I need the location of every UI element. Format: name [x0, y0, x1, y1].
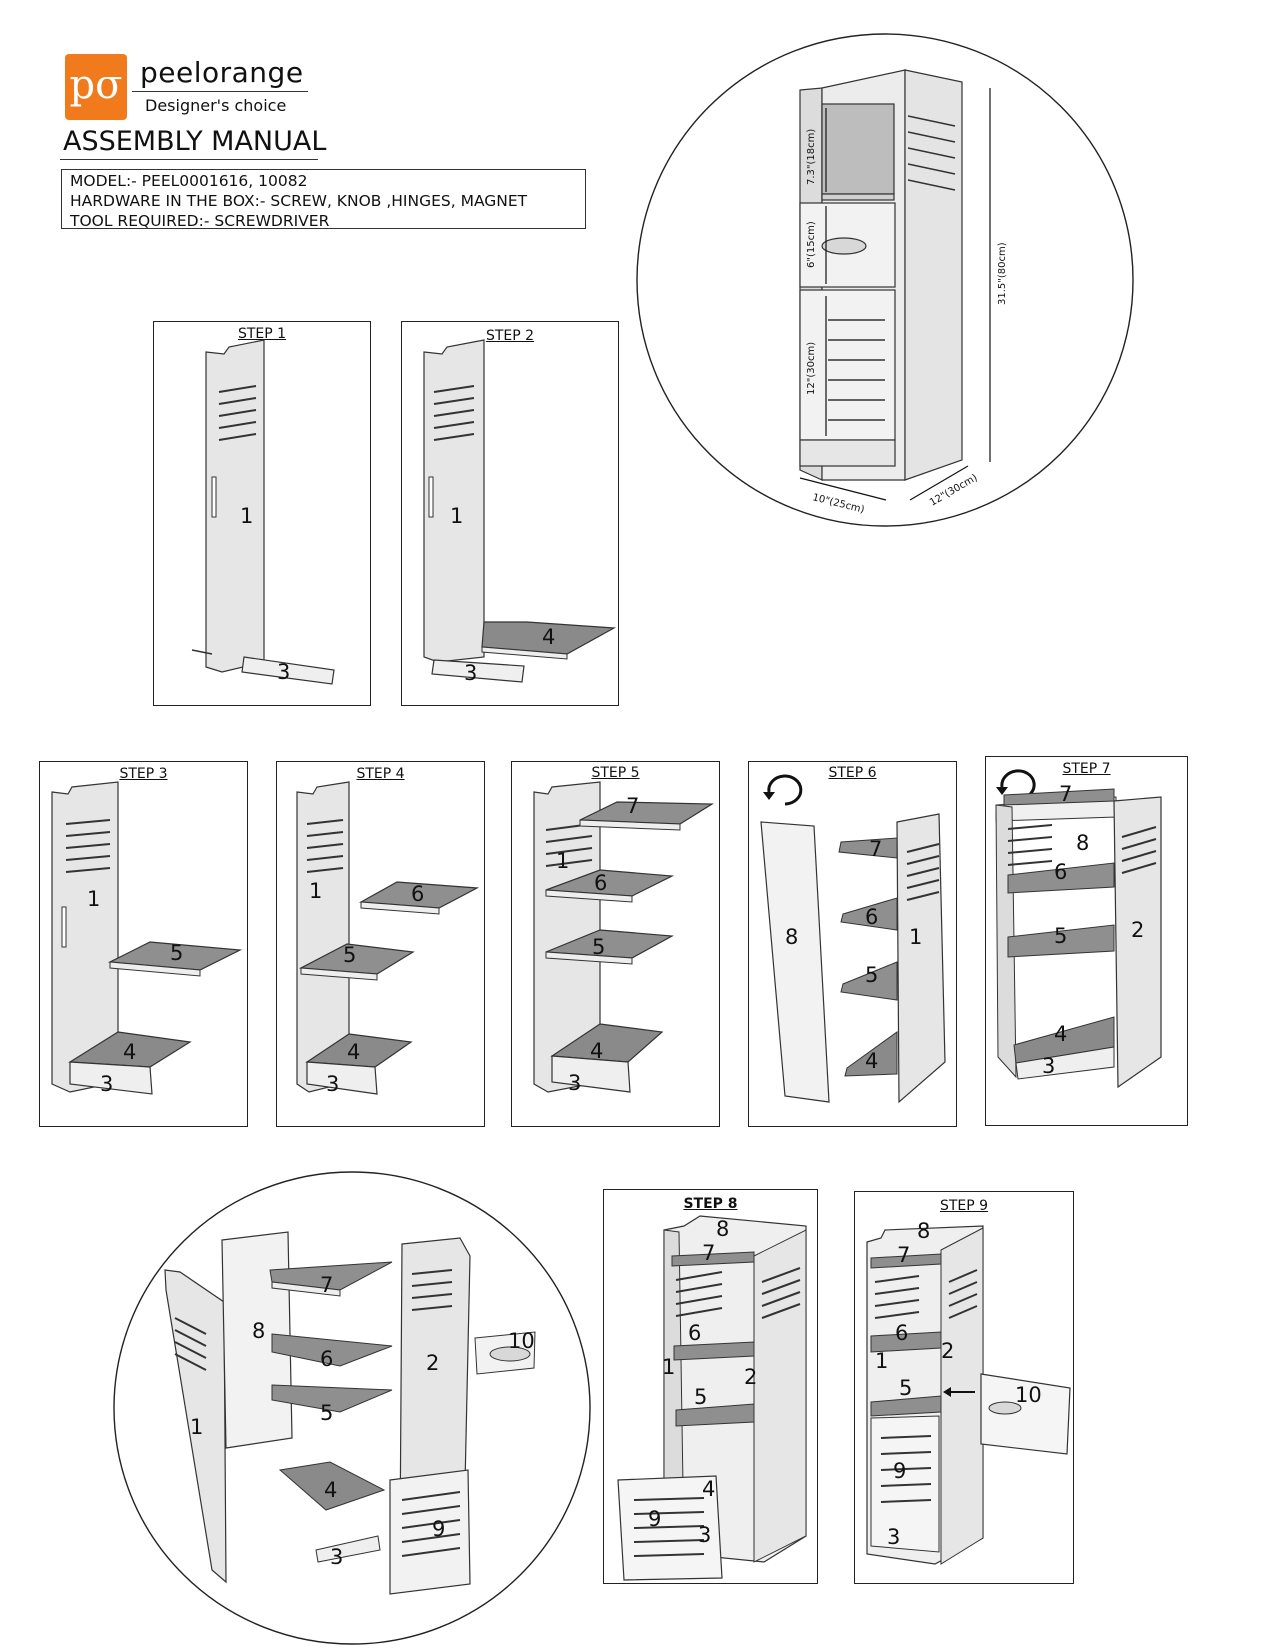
step-3-title: STEP 3 [119, 766, 168, 782]
step-3-part-1: 1 [87, 887, 100, 911]
brand-tagline: Designer's choice [145, 96, 287, 115]
exploded-part-4: 4 [324, 1478, 337, 1502]
step-4-part-6: 6 [411, 882, 424, 906]
step-9-part-8: 8 [917, 1219, 930, 1243]
dim-top-label: 7.3"(18cm) [806, 129, 817, 185]
brand-name: peelorange [140, 56, 304, 89]
brand-underline [132, 91, 308, 92]
exploded-part-1: 1 [190, 1415, 203, 1439]
step-7-part-5: 5 [1054, 924, 1067, 948]
step-9-part-1: 1 [875, 1349, 888, 1373]
step-8-part-2: 2 [744, 1365, 757, 1389]
step-5-part-7: 7 [626, 794, 639, 818]
step-8-part-3: 3 [698, 1523, 711, 1547]
step-6-part-1: 1 [909, 925, 922, 949]
step-3-part-5: 5 [170, 941, 183, 965]
step-5-part-1: 1 [556, 849, 569, 873]
info-model: MODEL:- PEEL0001616, 10082 [70, 172, 308, 190]
step-3-part-3: 3 [100, 1072, 113, 1096]
step-9-part-10: 10 [1015, 1383, 1042, 1407]
title-underline [60, 159, 318, 160]
step-7-part-2: 2 [1131, 918, 1144, 942]
step-6-part-6: 6 [865, 905, 878, 929]
step-8-part-8: 8 [716, 1217, 729, 1241]
step-2-part-4: 4 [542, 625, 555, 649]
info-hardware: HARDWARE IN THE BOX:- SCREW, KNOB ,HINGE… [70, 192, 528, 210]
step-9-part-5: 5 [899, 1376, 912, 1400]
dim-depth-label: 12"(30cm) [928, 472, 980, 508]
exploded-part-8: 8 [252, 1319, 265, 1343]
step-6-part-8: 8 [785, 925, 798, 949]
step-4-title: STEP 4 [356, 766, 405, 782]
exploded-part-5: 5 [320, 1401, 333, 1425]
step-4-panel: STEP 4 1 6 5 4 3 [276, 761, 485, 1127]
step-7-part-3: 3 [1042, 1054, 1055, 1078]
step-4-part-5: 5 [343, 943, 356, 967]
step-8-part-4: 4 [702, 1477, 715, 1501]
step-4-part-3: 3 [326, 1072, 339, 1096]
step-6-part-5: 5 [865, 963, 878, 987]
step-7-panel: STEP 7 7 8 6 5 2 4 3 [985, 756, 1188, 1126]
step-8-part-1: 1 [662, 1355, 675, 1379]
step-8-title: STEP 8 [683, 1196, 738, 1212]
info-tools: TOOL REQUIRED:- SCREWDRIVER [70, 212, 330, 230]
exploded-part-3: 3 [330, 1545, 343, 1569]
step-8-part-6: 6 [688, 1321, 701, 1345]
step-1-part-1: 1 [240, 504, 253, 528]
page-title: ASSEMBLY MANUAL [63, 126, 327, 157]
step-5-title: STEP 5 [591, 765, 640, 781]
step-8-panel: STEP 8 8 7 6 1 2 5 4 9 3 [603, 1189, 818, 1584]
dim-width-label: 10"(25cm) [811, 492, 865, 516]
step-9-part-9: 9 [893, 1459, 906, 1483]
step-9-part-3: 3 [887, 1525, 900, 1549]
step-7-part-8: 8 [1076, 831, 1089, 855]
step-9-part-7: 7 [897, 1243, 910, 1267]
step-7-part-4: 4 [1054, 1022, 1067, 1046]
step-1-title: STEP 1 [237, 326, 287, 342]
step-9-part-2: 2 [941, 1339, 954, 1363]
step-9-part-6: 6 [895, 1321, 908, 1345]
exploded-part-9: 9 [432, 1517, 445, 1541]
exploded-part-6: 6 [320, 1347, 333, 1371]
step-3-panel: STEP 3 1 5 4 3 [39, 761, 248, 1127]
step-2-part-1: 1 [450, 504, 463, 528]
step-1-panel: STEP 1 1 3 [153, 321, 371, 706]
info-box: MODEL:- PEEL0001616, 10082 HARDWARE IN T… [61, 169, 586, 230]
step-2-panel: STEP 2 1 4 3 [401, 321, 619, 706]
step-6-panel: STEP 6 7 6 8 1 5 4 [748, 761, 957, 1127]
step-5-part-5: 5 [592, 935, 605, 959]
step-3-part-4: 4 [123, 1040, 136, 1064]
step-7-part-7: 7 [1059, 782, 1072, 806]
step-5-part-6: 6 [594, 871, 607, 895]
exploded-part-2: 2 [426, 1351, 439, 1375]
step-8-part-5: 5 [694, 1385, 707, 1409]
step-5-panel: STEP 5 7 1 6 5 4 3 [511, 761, 720, 1127]
brand-logo: pσ [65, 54, 127, 120]
step-7-title: STEP 7 [1062, 761, 1111, 777]
step-9-title: STEP 9 [939, 1198, 989, 1214]
step-2-title: STEP 2 [485, 328, 535, 344]
step-7-part-6: 6 [1054, 860, 1067, 884]
step-9-panel: STEP 9 8 7 6 1 2 5 10 9 3 [854, 1191, 1074, 1584]
dim-height-label: 31.5"(80cm) [997, 242, 1008, 305]
step-5-part-3: 3 [568, 1071, 581, 1095]
dim-bottom-label: 12"(30cm) [806, 342, 817, 395]
logo-mark: pσ [69, 62, 123, 108]
dim-middle-label: 6"(15cm) [806, 221, 817, 268]
step-1-part-3: 3 [277, 660, 290, 684]
step-6-title: STEP 6 [828, 765, 877, 781]
step-8-part-7: 7 [702, 1241, 715, 1265]
rotate-icon [767, 774, 803, 806]
exploded-part-7: 7 [320, 1273, 333, 1297]
exploded-part-10: 10 [508, 1329, 535, 1353]
step-4-part-4: 4 [347, 1040, 360, 1064]
step-8-part-9: 9 [648, 1507, 661, 1531]
step-4-part-1: 1 [309, 879, 322, 903]
step-6-part-7: 7 [869, 837, 882, 861]
step-6-part-4: 4 [865, 1049, 878, 1073]
step-5-part-4: 4 [590, 1039, 603, 1063]
step-2-part-3: 3 [464, 661, 477, 685]
